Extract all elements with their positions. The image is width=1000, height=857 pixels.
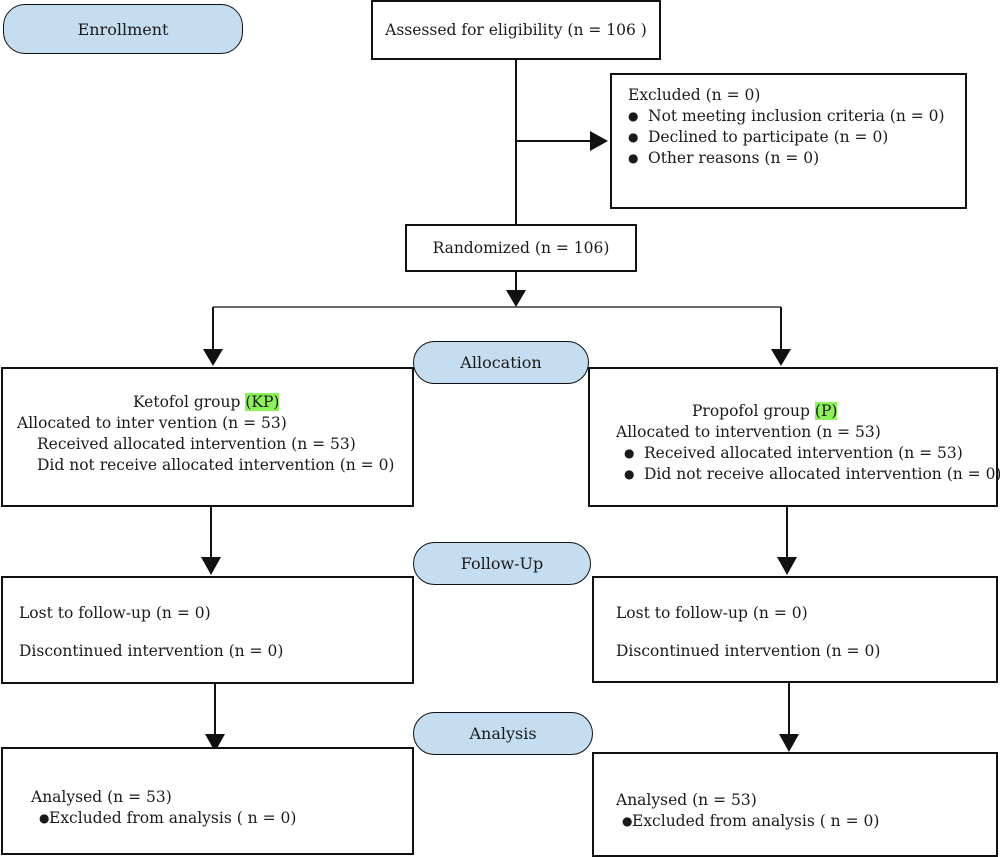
bullet-icon: ●	[628, 151, 639, 165]
excluded-item: ● Not meeting inclusion criteria (n = 0)	[628, 106, 965, 127]
propofol-analysis-box: Analysed (n = 53) ●Excluded from analysi…	[592, 752, 998, 857]
ketofol-group-label: Ketofol group	[133, 393, 241, 411]
propofol-group-label: Propofol group	[692, 402, 810, 420]
arrowhead-analysis-right	[779, 734, 799, 752]
arrowhead-randomized	[506, 290, 526, 307]
randomized-text: Randomized (n = 106)	[432, 238, 610, 257]
bullet-icon: ●	[628, 109, 639, 123]
arrowhead-follow-right	[777, 557, 797, 575]
excluded-box: Excluded (n = 0) ● Not meeting inclusion …	[610, 73, 967, 209]
excluded-item-text: Not meeting inclusion criteria (n = 0)	[648, 107, 945, 125]
excluded-item: ● Other reasons (n = 0)	[628, 148, 965, 169]
phase-enrollment-label: Enrollment	[77, 19, 169, 39]
assessed-box: Assessed for eligibility (n = 106 )	[371, 0, 661, 60]
ketofol-not-received: Did not receive allocated intervention (…	[37, 456, 395, 474]
ketofol-excluded-analysis-item: ●Excluded from analysis ( n = 0)	[31, 808, 412, 829]
phase-follow-up: Follow-Up	[413, 542, 591, 585]
arrowhead-ketofol	[203, 349, 223, 366]
propofol-discontinued: Discontinued intervention (n = 0)	[616, 642, 881, 660]
phase-analysis: Analysis	[413, 712, 593, 755]
arrowhead-follow-left	[201, 557, 221, 575]
randomized-box: Randomized (n = 106)	[405, 224, 637, 272]
bullet-icon: ●	[624, 446, 635, 460]
bullet-icon: ●	[624, 467, 635, 481]
phase-enrollment: Enrollment	[3, 4, 243, 54]
propofol-group-code: (P)	[814, 402, 838, 420]
propofol-group-title: Propofol group (P)	[616, 401, 996, 422]
phase-follow-up-label: Follow-Up	[460, 554, 544, 573]
excluded-item: ● Declined to participate (n = 0)	[628, 127, 965, 148]
ketofol-analysis-box: Analysed (n = 53) ●Excluded from analysi…	[1, 747, 414, 855]
propofol-analysed: Analysed (n = 53)	[616, 791, 757, 809]
ketofol-analysed: Analysed (n = 53)	[31, 788, 172, 806]
ketofol-lost: Lost to follow-up (n = 0)	[19, 604, 211, 622]
bullet-icon: ●	[628, 130, 639, 144]
arrowhead-analysis-left	[205, 734, 225, 752]
bullet-icon: ●	[622, 814, 633, 828]
excluded-title: Excluded (n = 0)	[628, 86, 761, 104]
ketofol-allocation-box: Ketofol group (KP) Allocated to inter ve…	[1, 367, 414, 507]
propofol-follow-up-box: Lost to follow-up (n = 0) Discontinued i…	[592, 576, 998, 683]
ketofol-group-code: (KP)	[245, 393, 280, 411]
phase-allocation-label: Allocation	[460, 353, 542, 372]
phase-allocation: Allocation	[413, 341, 589, 384]
propofol-allocated: Allocated to intervention (n = 53)	[616, 423, 881, 441]
ketofol-excluded-analysis: Excluded from analysis ( n = 0)	[49, 809, 297, 827]
excluded-item-text: Other reasons (n = 0)	[648, 149, 820, 167]
propofol-not-received-item: ● Did not receive allocated intervention …	[616, 464, 1000, 485]
propofol-allocation-box: Propofol group (P) Allocated to interven…	[588, 367, 1000, 507]
propofol-not-received: Did not receive allocated intervention (…	[644, 465, 1000, 483]
propofol-excluded-analysis: Excluded from analysis ( n = 0)	[632, 812, 880, 830]
ketofol-group-title: Ketofol group (KP)	[17, 392, 412, 413]
propofol-excluded-analysis-item: ●Excluded from analysis ( n = 0)	[616, 811, 996, 832]
excluded-item-text: Declined to participate (n = 0)	[648, 128, 889, 146]
arrowhead-propofol	[771, 349, 791, 366]
assessed-text: Assessed for eligibility (n = 106 )	[385, 20, 647, 39]
ketofol-received: Received allocated intervention (n = 53)	[37, 435, 356, 453]
propofol-received-item: ● Received allocated intervention (n = 53…	[616, 443, 996, 464]
ketofol-allocated: Allocated to inter vention (n = 53)	[17, 414, 287, 432]
propofol-received: Received allocated intervention (n = 53)	[644, 444, 963, 462]
arrowhead-excluded	[590, 131, 608, 151]
ketofol-discontinued: Discontinued intervention (n = 0)	[19, 642, 284, 660]
bullet-icon: ●	[39, 811, 50, 825]
phase-analysis-label: Analysis	[469, 724, 537, 743]
propofol-lost: Lost to follow-up (n = 0)	[616, 604, 808, 622]
ketofol-follow-up-box: Lost to follow-up (n = 0) Discontinued i…	[1, 576, 414, 684]
